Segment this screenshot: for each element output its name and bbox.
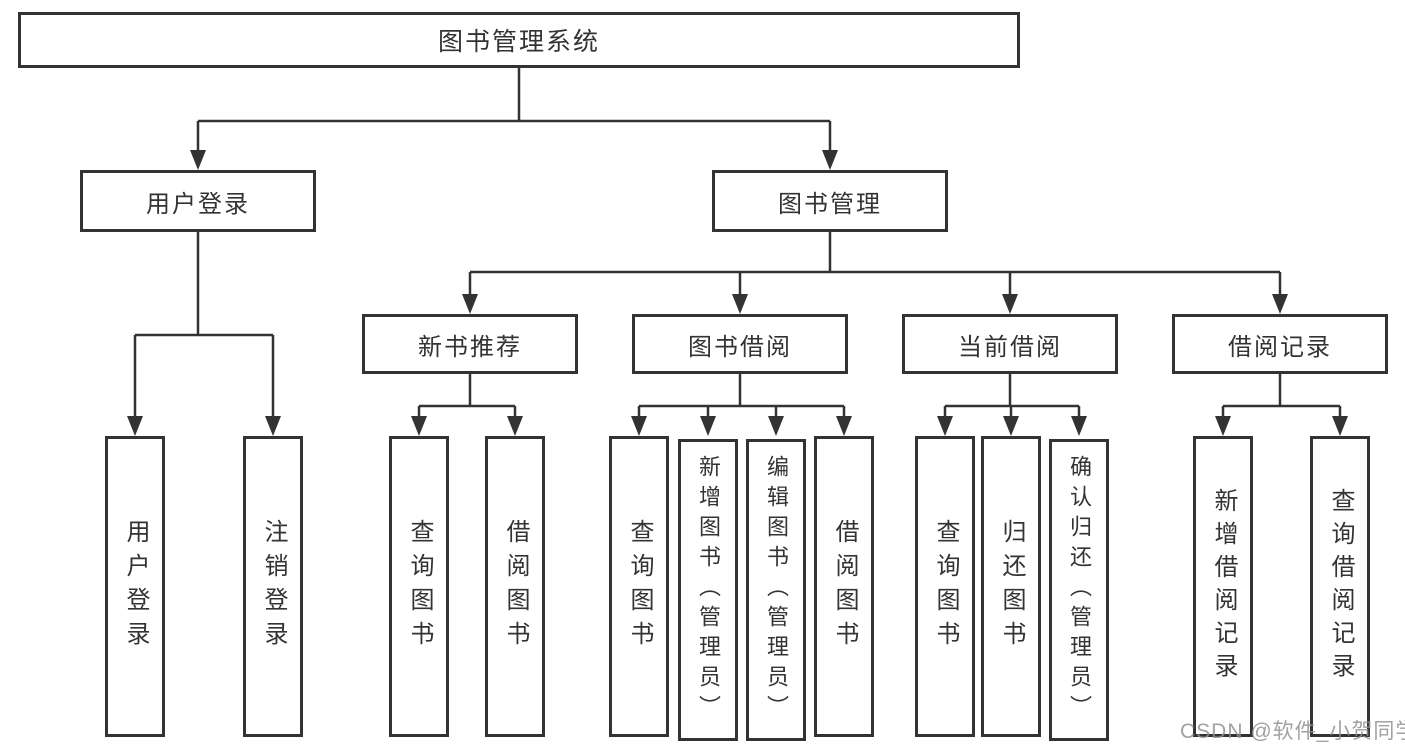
leaf-current-query-books: 查询图书 <box>915 436 975 737</box>
node-book-management: 图书管理 <box>712 170 948 232</box>
leaf-confirm-return-admin-label: 确认归还（管理员） <box>1067 455 1092 725</box>
node-book-borrow-label: 图书借阅 <box>688 333 792 361</box>
leaf-add-borrow-record: 新增借阅记录 <box>1193 436 1253 737</box>
leaf-query-borrow-record-label: 查询借阅记录 <box>1327 487 1354 686</box>
node-user-login-label: 用户登录 <box>146 190 250 218</box>
leaf-query-borrow-record: 查询借阅记录 <box>1310 436 1370 737</box>
node-book-borrow: 图书借阅 <box>632 314 848 374</box>
node-book-management-label: 图书管理 <box>778 190 882 218</box>
node-borrow-records-label: 借阅记录 <box>1228 333 1332 361</box>
leaf-return-books: 归还图书 <box>981 436 1041 737</box>
leaf-add-books-admin-label: 新增图书（管理员） <box>696 455 721 725</box>
leaf-add-books-admin: 新增图书（管理员） <box>678 439 738 741</box>
leaf-return-books-label: 归还图书 <box>998 518 1025 655</box>
leaf-borrow-borrow-books: 借阅图书 <box>814 436 874 737</box>
node-current-borrow-label: 当前借阅 <box>958 333 1062 361</box>
leaf-newbook-borrow-books: 借阅图书 <box>485 436 545 737</box>
leaf-borrow-query-books-label: 查询图书 <box>626 518 653 655</box>
leaf-user-login: 用户登录 <box>105 436 165 737</box>
leaf-edit-books-admin: 编辑图书（管理员） <box>746 439 806 741</box>
leaf-confirm-return-admin: 确认归还（管理员） <box>1049 439 1109 741</box>
leaf-newbook-query-books-label: 查询图书 <box>406 518 433 655</box>
node-current-borrow: 当前借阅 <box>902 314 1118 374</box>
leaf-newbook-borrow-books-label: 借阅图书 <box>502 518 529 655</box>
leaf-logout: 注销登录 <box>243 436 303 737</box>
node-system-root: 图书管理系统 <box>18 12 1020 68</box>
node-new-book-recommend-label: 新书推荐 <box>418 333 522 361</box>
node-borrow-records: 借阅记录 <box>1172 314 1388 374</box>
csdn-watermark: CSDN @软件_小贺同学 <box>1180 720 1405 743</box>
leaf-logout-label: 注销登录 <box>260 518 287 655</box>
leaf-current-query-books-label: 查询图书 <box>932 518 959 655</box>
leaf-add-borrow-record-label: 新增借阅记录 <box>1210 487 1237 686</box>
arrowhead-icons <box>127 150 1348 436</box>
node-new-book-recommend: 新书推荐 <box>362 314 578 374</box>
leaf-newbook-query-books: 查询图书 <box>389 436 449 737</box>
leaf-borrow-borrow-books-label: 借阅图书 <box>831 518 858 655</box>
leaf-edit-books-admin-label: 编辑图书（管理员） <box>764 455 789 725</box>
leaf-user-login-label: 用户登录 <box>122 518 149 655</box>
node-user-login: 用户登录 <box>80 170 316 232</box>
node-system-root-label: 图书管理系统 <box>437 28 600 56</box>
leaf-borrow-query-books: 查询图书 <box>609 436 669 737</box>
